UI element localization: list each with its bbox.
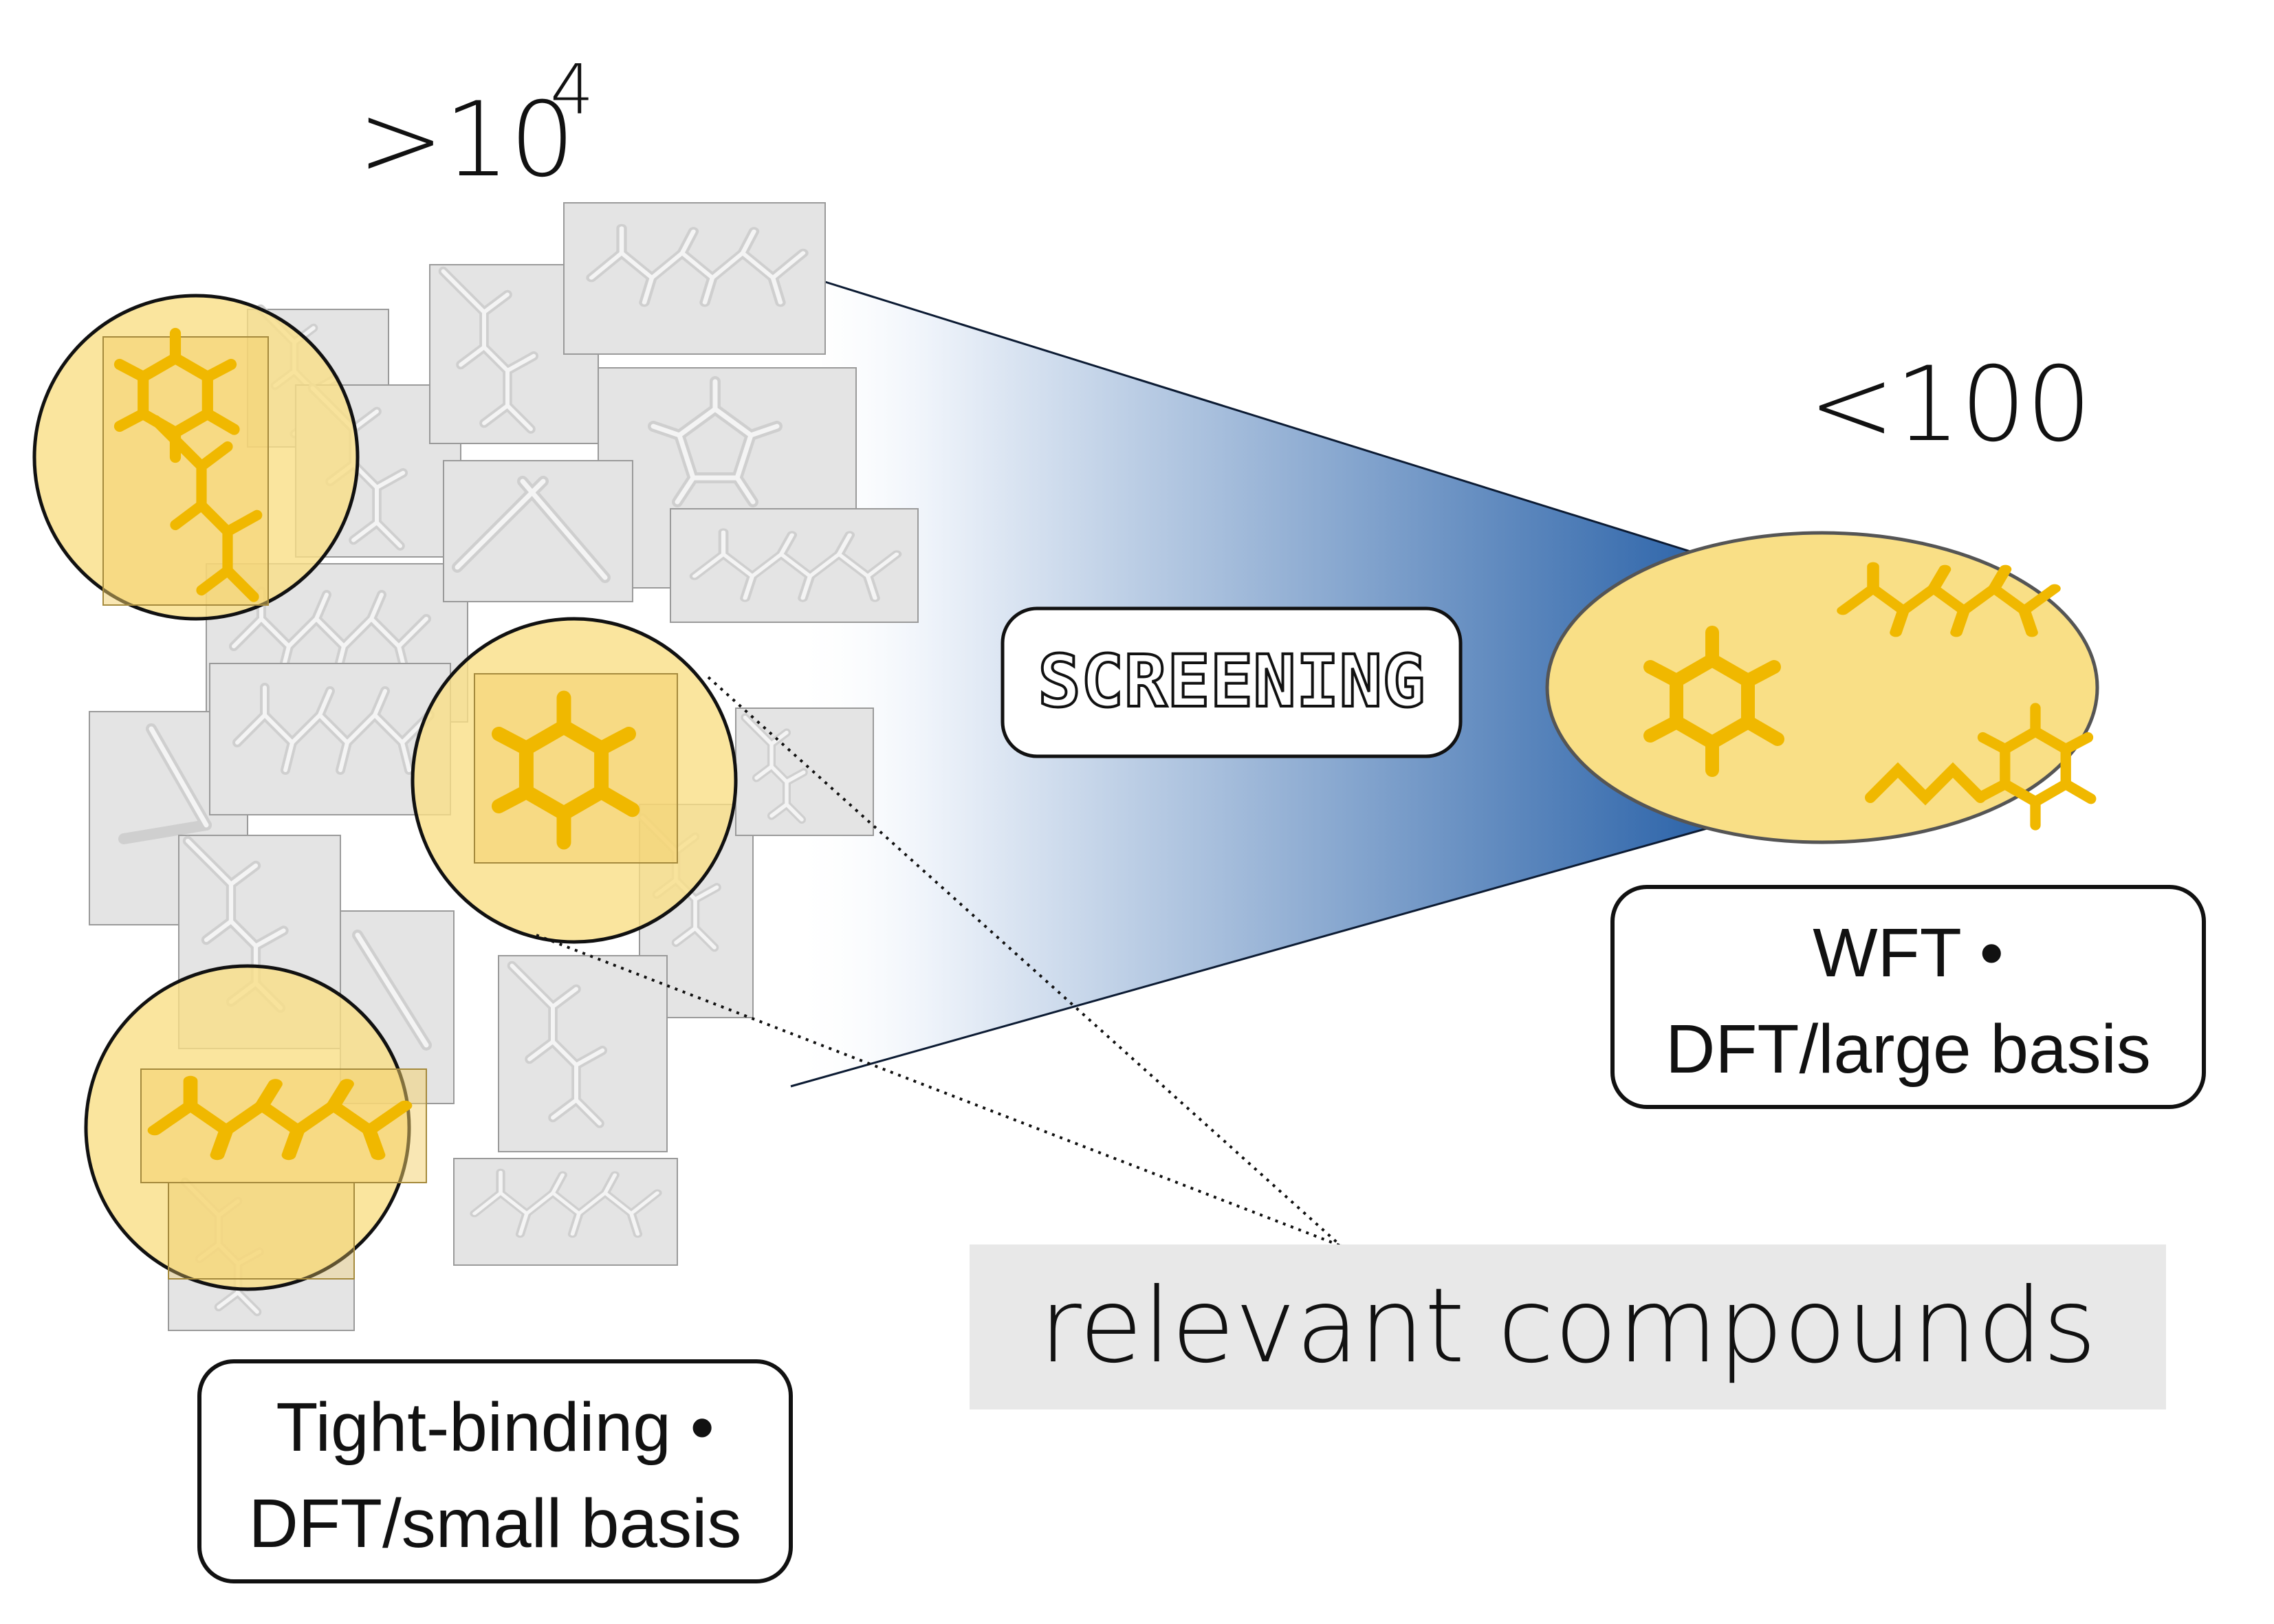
many-compounds-exponent: 4 (550, 50, 594, 130)
low-level-method-line2: DFT/small basis (249, 1485, 742, 1562)
highlighted-compound-top-left (32, 294, 360, 621)
molecule-card (443, 460, 633, 602)
selected-compounds-ellipse (1545, 531, 2099, 844)
low-level-methods-box: Tight-binding • DFT/small basis (197, 1359, 793, 1583)
molecule-card (498, 955, 668, 1152)
many-compounds-count: >10 (358, 80, 576, 200)
molecule-card (670, 508, 919, 623)
molecule-card (735, 707, 874, 836)
high-level-method-line1: WFT • (1813, 914, 2004, 991)
molecule-card (563, 202, 826, 355)
relevant-compounds-label: relevant compounds (1039, 1266, 2097, 1386)
low-level-method-line1: Tight-binding • (276, 1389, 714, 1466)
pointer-lines (536, 676, 1342, 1247)
high-level-method-line2: DFT/large basis (1665, 1011, 2151, 1088)
screening-label: SCREENING (1038, 639, 1425, 723)
high-level-methods-box: WFT • DFT/large basis (1610, 885, 2206, 1109)
relevant-compounds-label-box: relevant compounds (970, 1244, 2166, 1409)
screening-label-box: SCREENING (1001, 606, 1463, 758)
molecule-card (453, 1158, 678, 1266)
molecule-card (209, 663, 451, 815)
highlighted-compound-center (411, 617, 738, 944)
few-compounds-count: <100 (1808, 345, 2092, 465)
highlighted-compound-bottom-left (84, 964, 427, 1291)
